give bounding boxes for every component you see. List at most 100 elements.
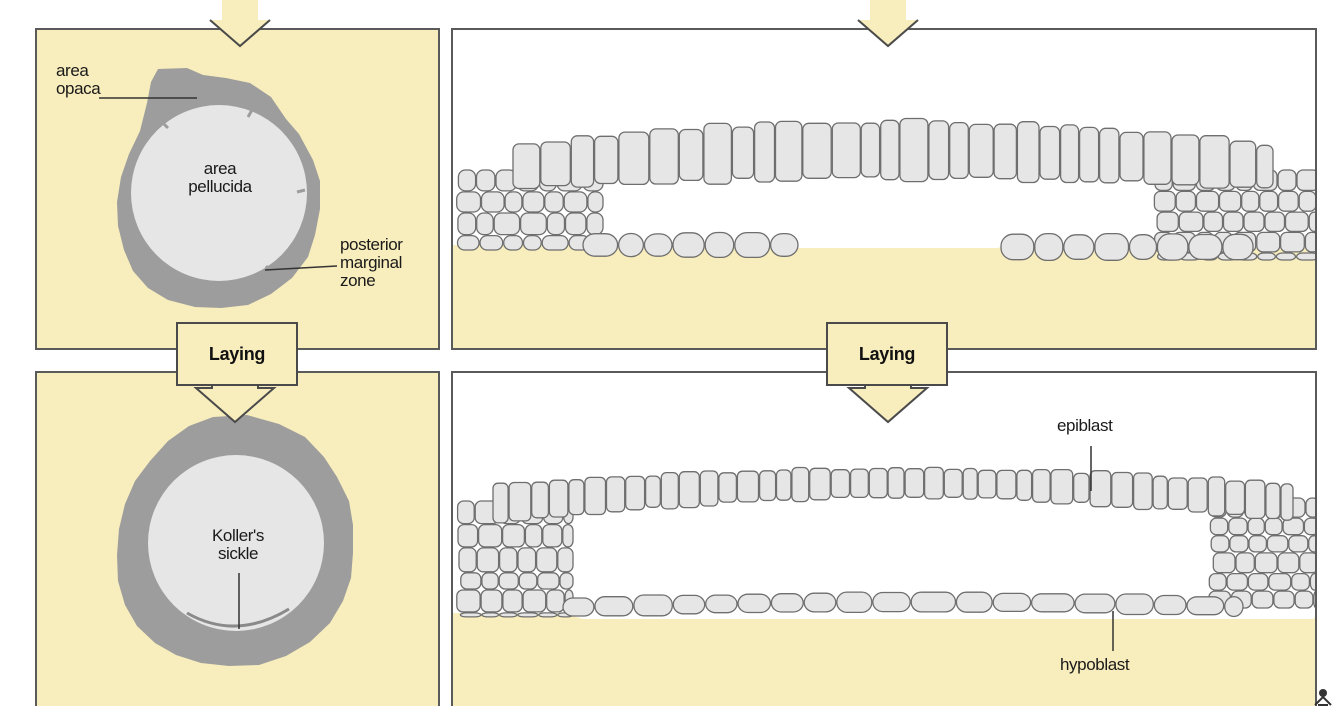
cell: [563, 598, 594, 616]
cell: [1168, 478, 1187, 509]
cell: [950, 123, 969, 179]
cell: [457, 590, 480, 612]
cell: [905, 469, 924, 498]
cell: [482, 573, 498, 589]
cell: [1278, 170, 1296, 190]
cell: [541, 142, 571, 186]
cell: [525, 525, 541, 547]
cell: [1230, 536, 1248, 552]
cell: [881, 120, 899, 179]
cell: [566, 213, 586, 235]
cell: [458, 525, 478, 547]
cell: [900, 119, 928, 182]
cell: [1281, 484, 1293, 520]
cell: [646, 476, 661, 507]
cell: [547, 213, 564, 235]
cell: [704, 123, 732, 184]
cell: [700, 471, 718, 506]
cell: [993, 593, 1030, 611]
cell: [1176, 191, 1195, 211]
cell: [1309, 536, 1317, 552]
cell: [1314, 591, 1317, 608]
cell: [737, 471, 758, 502]
cell: [458, 236, 480, 250]
cell: [1242, 191, 1259, 211]
cell: [1299, 191, 1316, 211]
cell: [619, 132, 649, 184]
cell: [810, 468, 831, 500]
cell: [1248, 518, 1264, 535]
cell: [869, 469, 887, 498]
cell: [1297, 170, 1317, 190]
cell: [1229, 518, 1247, 535]
cell: [1158, 234, 1188, 260]
cell: [607, 477, 625, 512]
cell: [460, 613, 481, 617]
cell: [1276, 253, 1295, 260]
cell: [1100, 128, 1119, 183]
cell: [461, 573, 481, 589]
cell: [499, 573, 518, 589]
cell: [679, 130, 703, 181]
laying-label-left: Laying: [176, 322, 298, 386]
cell: [595, 597, 633, 616]
cell: [1187, 597, 1224, 615]
cell: [1075, 594, 1115, 613]
cell: [1269, 574, 1291, 591]
cell: [1248, 574, 1268, 591]
cell: [583, 234, 618, 257]
cell: [673, 595, 704, 613]
cell: [1227, 574, 1247, 591]
cell: [532, 482, 549, 518]
cell: [1204, 212, 1223, 231]
yolk: [453, 613, 1317, 706]
cell: [1278, 553, 1299, 573]
cell: [545, 192, 563, 212]
cell: [1116, 594, 1153, 615]
cell: [771, 234, 798, 257]
cell: [956, 592, 992, 612]
cell: [481, 590, 502, 612]
cell: [1080, 127, 1099, 181]
cell: [537, 548, 557, 572]
cell: [1172, 135, 1199, 185]
cell: [851, 469, 869, 497]
cell: [480, 236, 503, 250]
cell: [1230, 141, 1256, 187]
cell: [1211, 536, 1229, 552]
cell: [1236, 553, 1254, 573]
cell: [735, 233, 770, 258]
cell: [504, 236, 523, 250]
cell: [457, 192, 481, 212]
cell: [1051, 470, 1073, 504]
cell: [1035, 234, 1063, 261]
cell: [1154, 596, 1186, 615]
cell: [505, 192, 522, 212]
cell: [569, 480, 584, 515]
cell: [482, 613, 499, 617]
cell: [494, 213, 519, 235]
cell: [500, 548, 517, 572]
cell: [560, 573, 573, 589]
cell: [1040, 127, 1060, 180]
cell: [500, 613, 517, 617]
cell: [1220, 191, 1241, 211]
kollers-sickle-label: Koller's sickle: [201, 527, 275, 563]
cross-section-top: [453, 30, 1317, 350]
cell: [1252, 591, 1273, 608]
cell: [1033, 470, 1051, 503]
cell: [673, 233, 704, 257]
cell: [563, 525, 573, 547]
cell: [873, 593, 910, 612]
cell: [1265, 212, 1285, 231]
cell: [1265, 518, 1282, 535]
cell: [831, 470, 849, 498]
cell: [458, 213, 476, 235]
cell: [587, 213, 603, 235]
cell: [539, 613, 557, 617]
cell: [997, 470, 1016, 498]
cell: [1197, 191, 1219, 211]
cell: [634, 595, 672, 616]
cell: [1279, 191, 1299, 211]
cell: [547, 590, 564, 612]
